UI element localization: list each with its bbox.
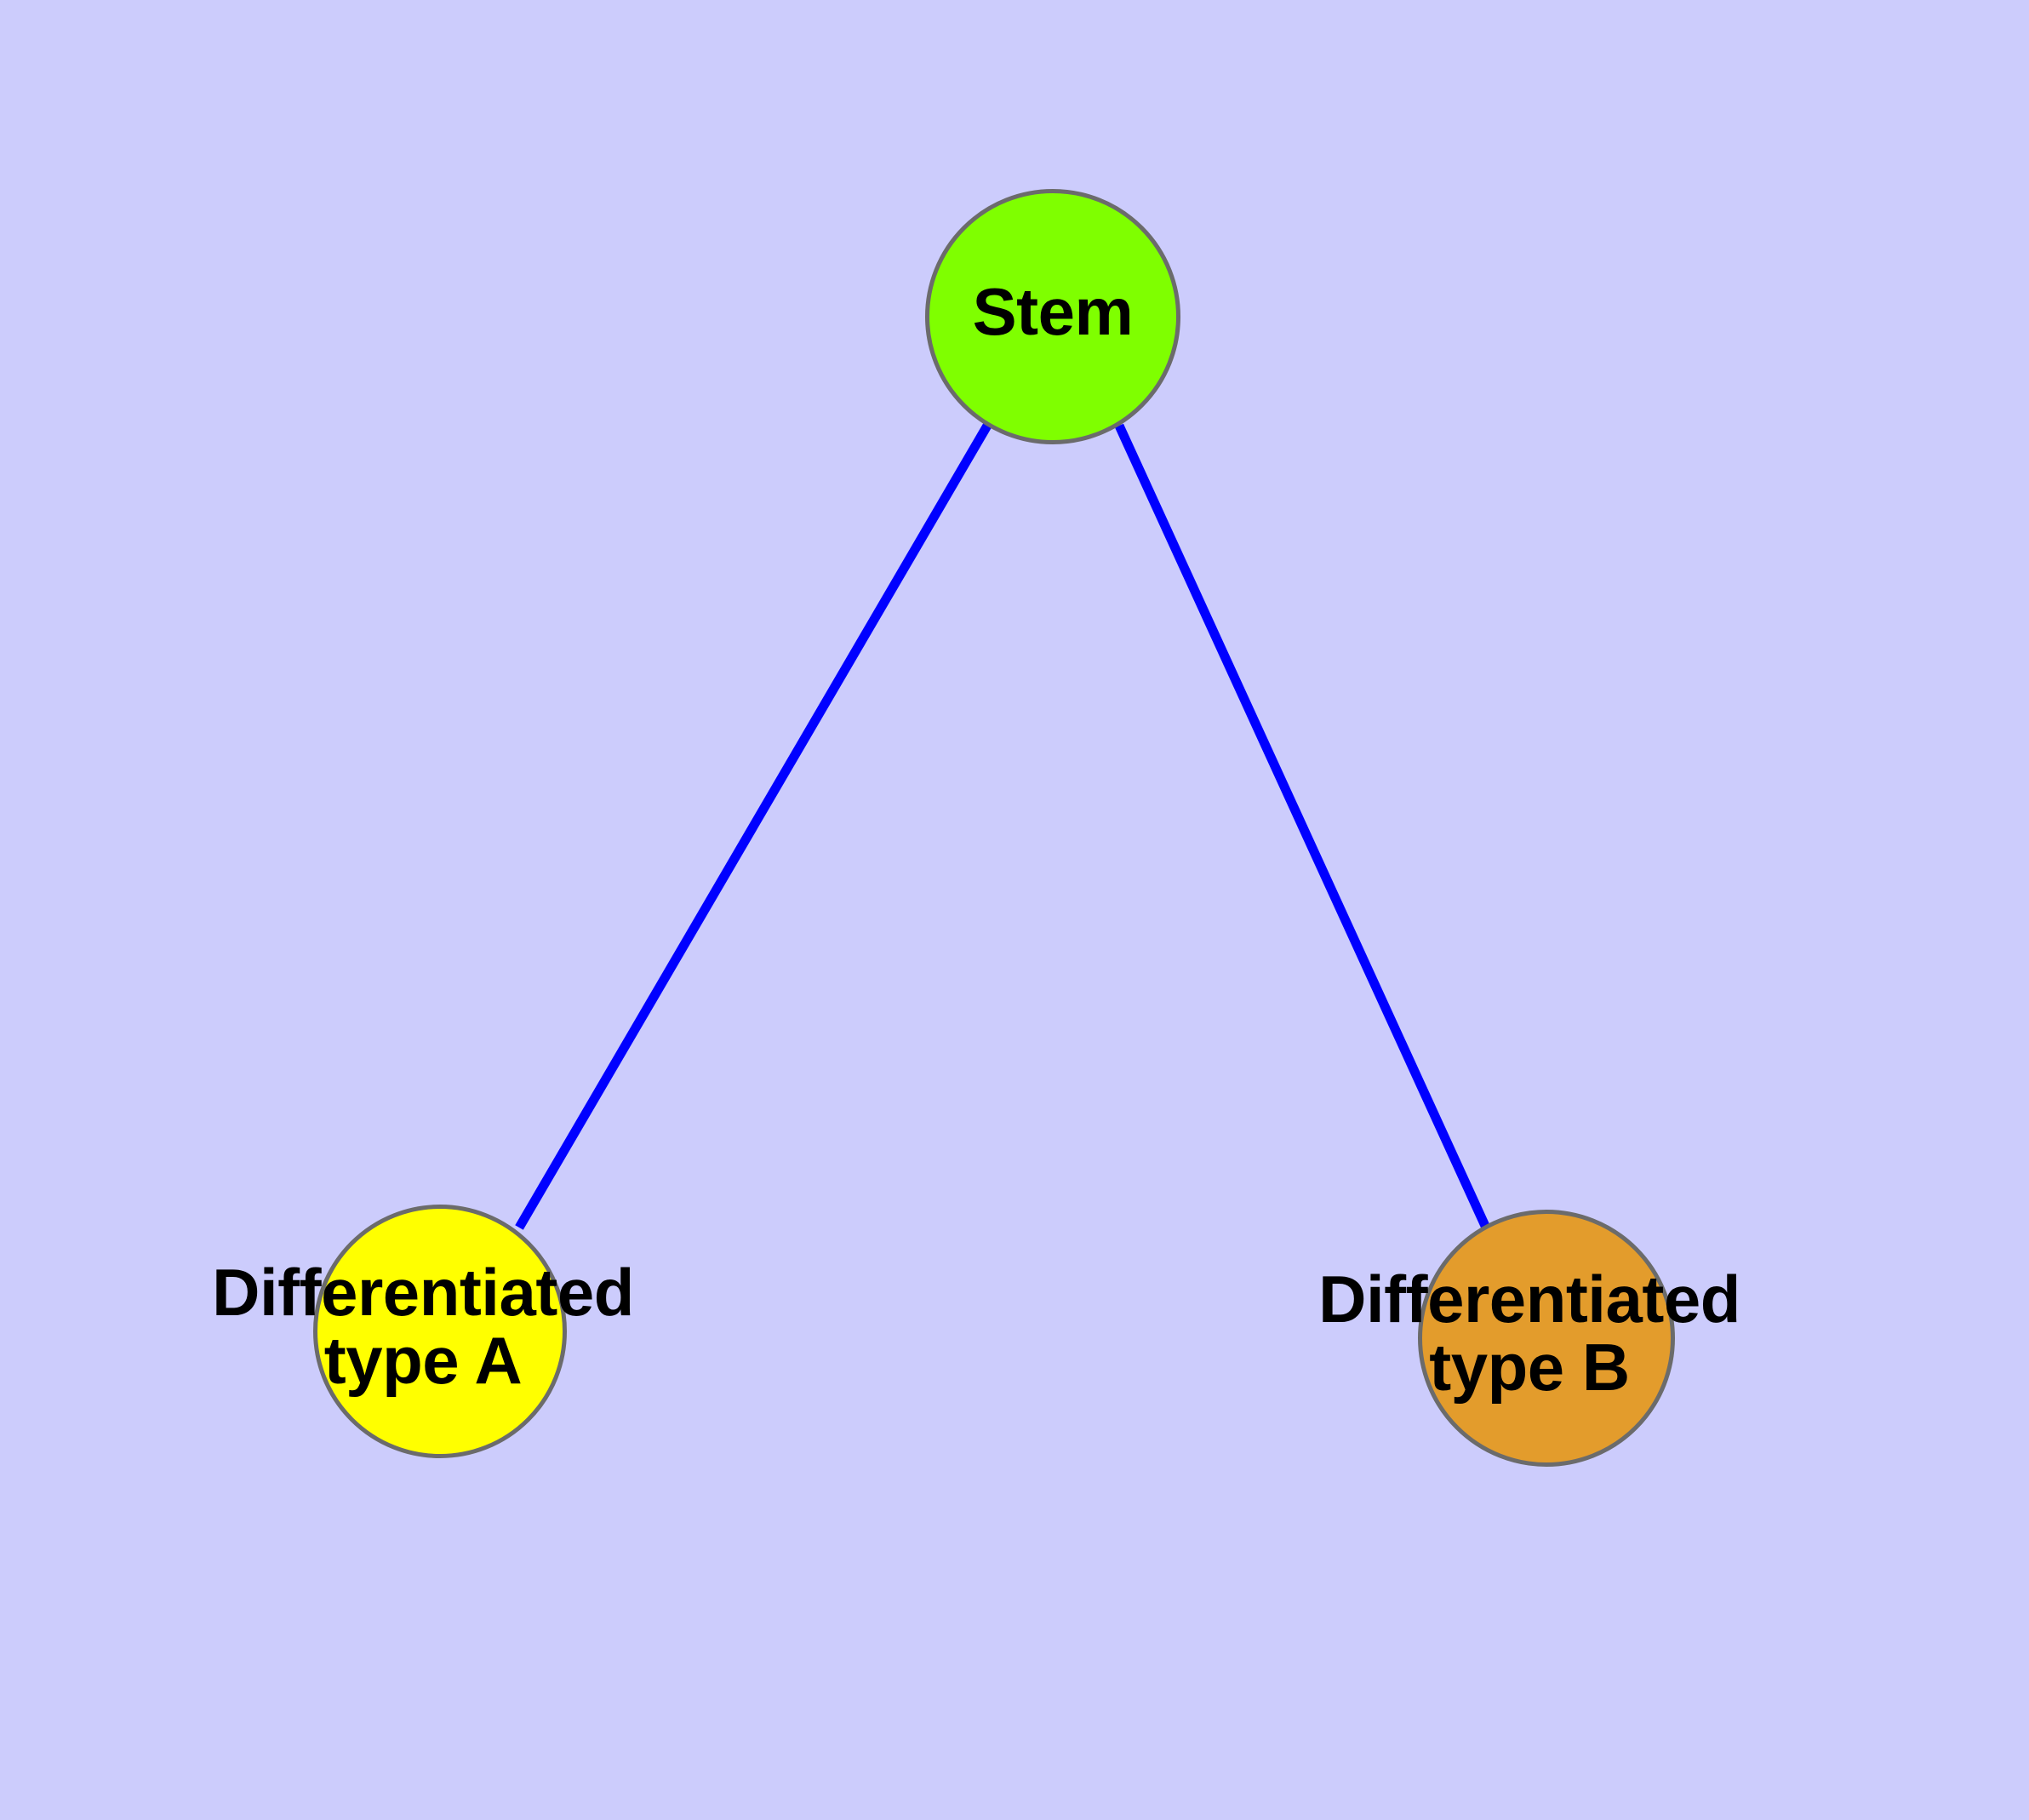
edge-stem-to-differentiated-type-a[interactable] bbox=[515, 423, 992, 1230]
node-differentiated-type-b[interactable] bbox=[1418, 1210, 1675, 1467]
edge-stem-to-differentiated-type-b[interactable] bbox=[1114, 423, 1490, 1228]
node-stem[interactable] bbox=[925, 189, 1180, 444]
node-differentiated-type-a[interactable] bbox=[313, 1205, 567, 1458]
